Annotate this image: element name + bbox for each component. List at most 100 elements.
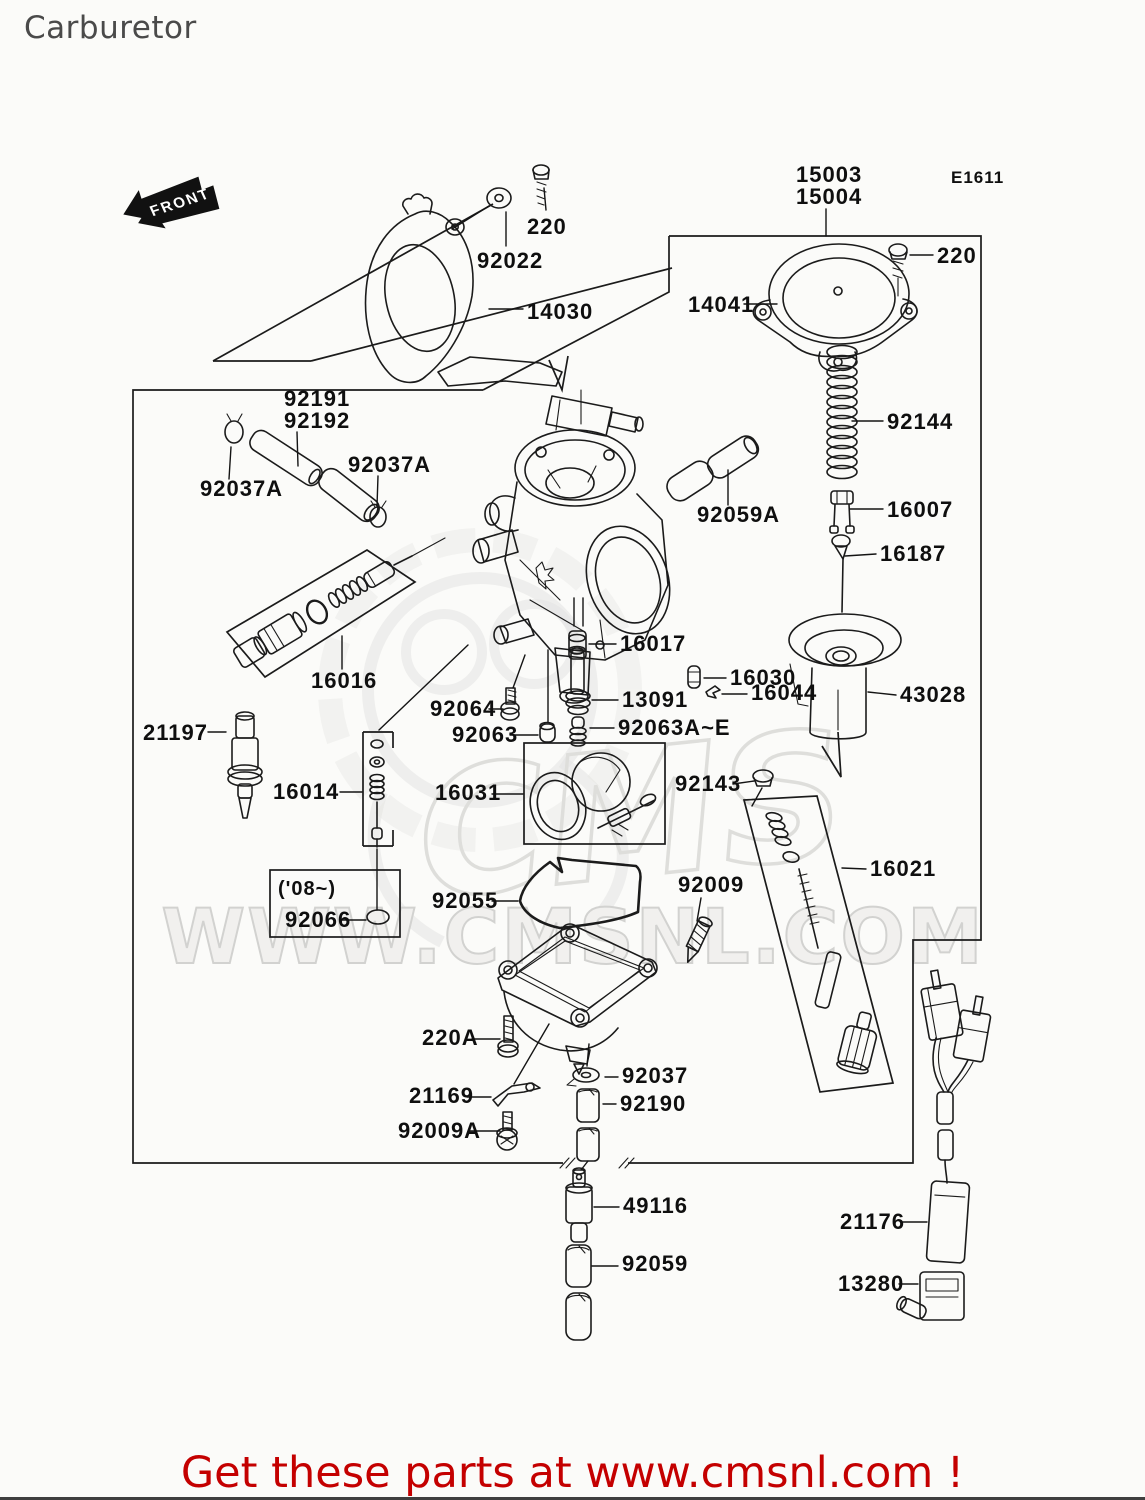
part-label-16030: 16030 (730, 665, 796, 690)
part-92063 (539, 721, 556, 743)
part-label-92066: 92066 (285, 907, 351, 932)
part-92190-tubes (576, 1088, 600, 1162)
part-label-220A: 220A (422, 1025, 479, 1050)
part-label-92190: 92190 (620, 1091, 686, 1116)
part-21197 (227, 711, 263, 819)
part-15003-cover (752, 243, 918, 372)
part-label-92037A-left: 92037A (200, 476, 283, 501)
part-label-92144: 92144 (887, 409, 953, 434)
part-label-43028: 43028 (900, 682, 966, 707)
footer-banner-link[interactable]: Get these parts at www.cmsnl.com ! (180, 1448, 965, 1498)
part-label-92063: 92063 (452, 722, 518, 747)
part-92066-washer (366, 909, 390, 925)
diag-long (310, 267, 673, 362)
part-13091 (565, 647, 591, 716)
part-label-92191: 92191 (284, 386, 350, 411)
part-220-screw-top (532, 164, 550, 206)
part-label-92059: 92059 (622, 1251, 688, 1276)
part-16016-assembly (233, 537, 446, 668)
part-92143 (752, 769, 774, 787)
front-arrow-body (123, 176, 205, 220)
part-label-92143: 92143 (675, 771, 741, 796)
part-label-16021: 16021 (870, 856, 936, 881)
part-13280-holder (896, 1271, 965, 1321)
part-21169-bracket (492, 1082, 541, 1107)
group-box-16031 (523, 742, 666, 845)
group-outlines (132, 203, 982, 1169)
part-label-92022: 92022 (477, 248, 543, 273)
part-label-49116: 49116 (623, 1193, 688, 1218)
part-92059A-tubes (666, 435, 760, 502)
part-16031-assembly (529, 752, 657, 841)
part-label-92009: 92009 (678, 872, 744, 897)
part-92059-tubes (565, 1244, 592, 1341)
part-220-screw-right (888, 243, 908, 297)
part-16021-assembly (765, 811, 878, 1075)
watermark-swoosh (367, 789, 445, 948)
part-92022-washer (486, 187, 512, 209)
part-14030-cover (364, 193, 563, 387)
part-16030 (687, 665, 701, 689)
part-92055-gasket (518, 856, 642, 930)
part-label-15004: 15004 (796, 184, 862, 209)
group-box-08 (269, 869, 401, 938)
pointer-v-slide (821, 731, 842, 778)
part-16187-needle (831, 534, 851, 613)
part-92009A-screw (496, 1111, 518, 1151)
leader-lines (207, 187, 934, 1285)
part-label-16044: 16044 (751, 680, 817, 705)
part-label-13091: 13091 (622, 687, 688, 712)
part-label-92192: 92192 (284, 408, 350, 433)
bottom-edge-strip (0, 1497, 1145, 1500)
part-carburetor-body (472, 389, 671, 704)
main-box-right (628, 235, 982, 1164)
part-label-14041: 14041 (688, 292, 754, 317)
group-box-16021 (742, 795, 895, 1093)
part-label-92055: 92055 (432, 888, 498, 913)
group-box-16016 (225, 548, 417, 679)
part-label-92037A-right: 92037A (348, 452, 431, 477)
part-16014-contents (369, 739, 385, 848)
part-92064-screw (500, 687, 520, 721)
part-label-15003: 15003 (796, 162, 862, 187)
part-92037A-clamp-left (224, 413, 244, 444)
front-arrow: FRONT (123, 176, 220, 229)
part-92037-clip (566, 1067, 600, 1087)
part-label-21169: 21169 (409, 1083, 474, 1108)
group-bracket-16014 (362, 731, 394, 847)
ref-code-label: E1611 (951, 168, 1004, 187)
part-92063A-E (569, 716, 587, 747)
part-label-92063A-E: 92063A~E (618, 715, 731, 740)
part-label-16017: 16017 (620, 631, 686, 656)
part-labels: 220 92022 14030 15003 15004 E1611 220 14… (143, 162, 1004, 1296)
note-label-08: ('08~) (278, 878, 336, 900)
watermark-gear-ring (318, 528, 642, 852)
watermark-goggle-right (489, 599, 579, 689)
part-label-92037: 92037 (622, 1063, 688, 1088)
box-diagonal-join (482, 236, 670, 391)
watermark-cms-text: CMS (408, 693, 855, 940)
part-92037A-clamp-right (369, 500, 387, 528)
part-49116 (565, 1167, 593, 1243)
pointer-v-carb (548, 355, 569, 393)
part-220A-screw (497, 1015, 519, 1058)
part-float-bowl (497, 923, 658, 1075)
part-16007-clip (829, 490, 855, 534)
part-label-220-right: 220 (937, 243, 977, 268)
watermark-mascot-head (362, 572, 598, 808)
watermark-swoosh2 (558, 757, 629, 916)
part-label-92064: 92064 (430, 696, 496, 721)
part-label-16014: 16014 (273, 779, 339, 804)
part-label-21176: 21176 (840, 1209, 905, 1234)
watermark-goggle-left (401, 609, 487, 695)
main-box-left (132, 389, 563, 1164)
part-label-16007: 16007 (887, 497, 953, 522)
part-label-14030: 14030 (527, 299, 593, 324)
break-marks (559, 1157, 635, 1169)
part-label-16016: 16016 (311, 668, 377, 693)
part-92009-screw (685, 916, 713, 963)
part-label-16187: 16187 (880, 541, 946, 566)
part-92144-spring (826, 344, 858, 480)
